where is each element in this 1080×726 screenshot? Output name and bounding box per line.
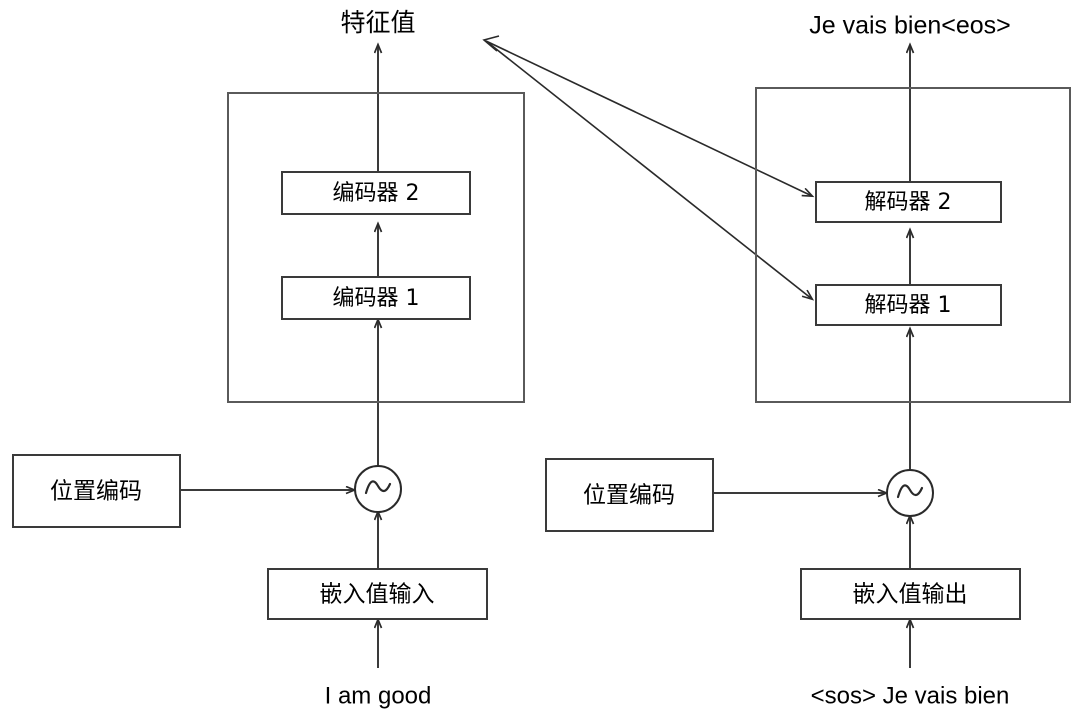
encoder-layer-1-box[interactable]: [281, 276, 471, 320]
encoder-layer-1-label: 编码器 1: [333, 286, 420, 311]
decoder-embedding-label: 嵌入值输出: [853, 582, 968, 608]
cross-attention-origin-arrowhead: [482, 35, 500, 52]
decoder-sum-node[interactable]: [886, 469, 934, 517]
encoder-stack-container: [227, 92, 525, 403]
encoder-positional-encoding-box[interactable]: [12, 454, 181, 528]
decoder-embedding-box[interactable]: [800, 568, 1021, 620]
encoder-sum-node[interactable]: [354, 465, 402, 513]
decoder-stack-container: [755, 87, 1071, 403]
sine-wave-icon: [364, 480, 392, 495]
edge-encoder-output-to-decoder1: [485, 40, 812, 299]
sine-wave-icon: [896, 484, 924, 499]
decoder-layer-2-label: 解码器 2: [865, 190, 952, 215]
encoder-input-text: I am good: [325, 682, 432, 709]
encoder-positional-encoding-label: 位置编码: [50, 479, 142, 505]
encoder-embedding-box[interactable]: [267, 568, 488, 620]
encoder-layer-2-label: 编码器 2: [333, 181, 420, 206]
decoder-output-label: Je vais bien<eos>: [809, 12, 1011, 40]
encoder-layer-2-box[interactable]: [281, 171, 471, 215]
decoder-layer-2-box[interactable]: [815, 181, 1002, 223]
decoder-positional-encoding-label: 位置编码: [583, 483, 675, 509]
decoder-layer-1-label: 解码器 1: [865, 293, 952, 318]
decoder-input-text: <sos> Je vais bien: [811, 682, 1010, 709]
decoder-positional-encoding-box[interactable]: [545, 458, 714, 532]
decoder-layer-1-box[interactable]: [815, 284, 1002, 326]
encoder-embedding-label: 嵌入值输入: [320, 582, 435, 608]
edge-encoder-output-to-decoder2: [485, 40, 812, 196]
encoder-output-label: 特征值: [340, 8, 415, 37]
